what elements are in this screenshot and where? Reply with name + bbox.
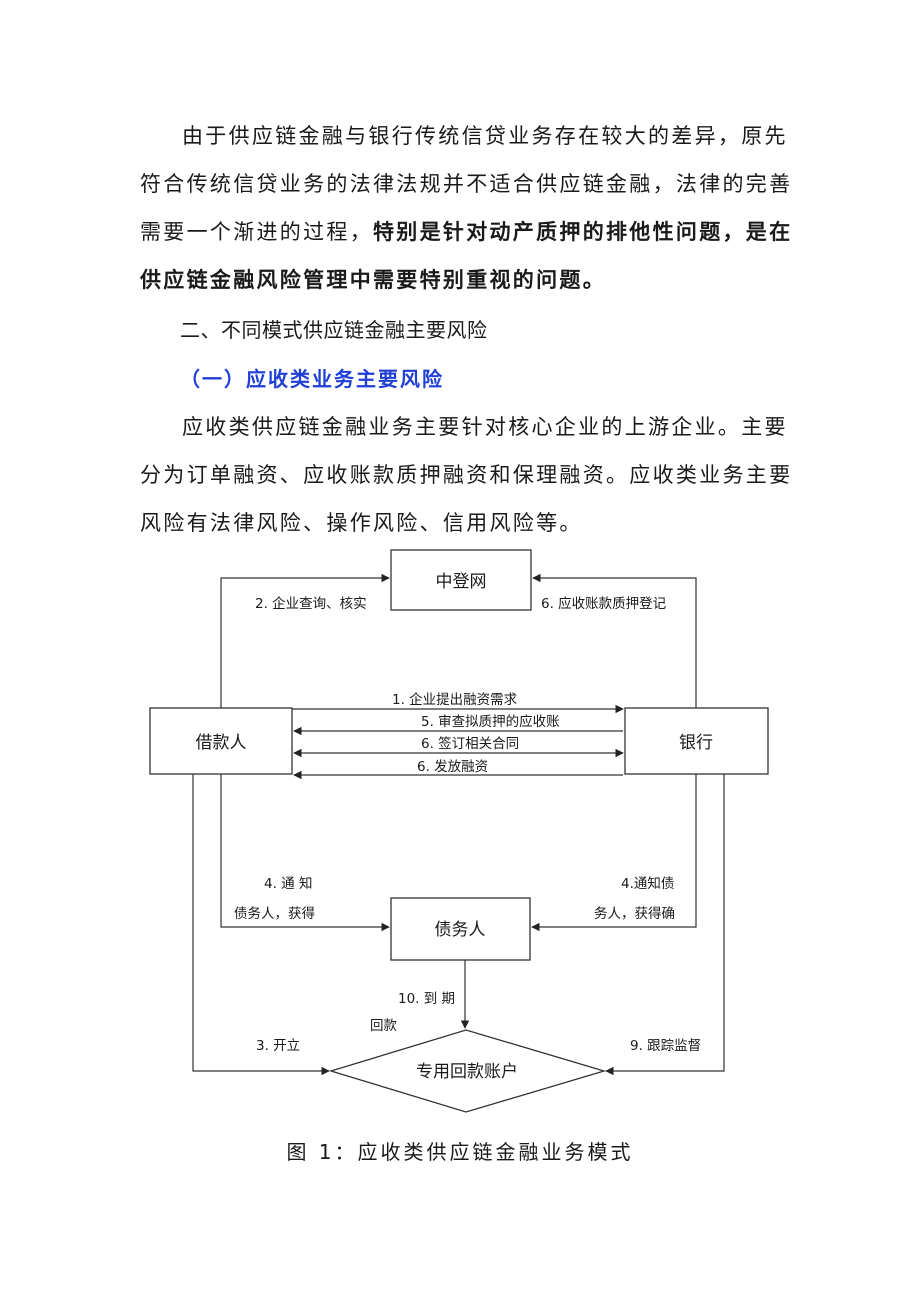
edge-4-left-label-2: 债务人，获得 bbox=[234, 905, 315, 922]
edge-9-line bbox=[605, 774, 725, 1076]
paragraph-2-line-3: 风险有法律风险、操作风险、信用风险等。 bbox=[140, 511, 583, 535]
edge-9-label: 9. 跟踪监督 bbox=[630, 1038, 701, 1054]
subsection-heading: （一）应收类业务主要风险 bbox=[180, 367, 444, 391]
edge-3-label: 3. 开立 bbox=[256, 1038, 300, 1054]
node-bank-box bbox=[624, 707, 769, 775]
node-debtor-box bbox=[390, 897, 531, 961]
edge-10-label-2: 回款 bbox=[370, 1018, 397, 1034]
paragraph-1-line-1: 由于供应链金融与银行传统信贷业务存在较大的差异，原先 bbox=[182, 124, 788, 148]
edge-6-register-label: 6. 应收账款质押登记 bbox=[541, 595, 666, 612]
figure-caption: 图 1：应收类供应链金融业务模式 bbox=[286, 1140, 634, 1164]
node-bank-label: 银行 bbox=[679, 733, 713, 753]
edge-2-label: 2. 企业查询、核实 bbox=[255, 595, 367, 612]
edge-6-contract-label: 6. 签订相关合同 bbox=[421, 735, 519, 752]
paragraph-1-line-4: 供应链金融风险管理中需要特别重视的问题。 bbox=[140, 268, 606, 292]
node-account-diamond bbox=[328, 1029, 607, 1113]
paragraph-1: 由于供应链金融与银行传统信贷业务存在较大的差异，原先 符合传统信贷业务的法律法规… bbox=[140, 112, 793, 304]
paragraph-2-line-1: 应收类供应链金融业务主要针对核心企业的上游企业。主要 bbox=[182, 415, 788, 439]
node-borrower-label: 借款人 bbox=[196, 733, 247, 753]
node-account-label: 专用回款账户 bbox=[416, 1062, 518, 1082]
edge-4-right-line bbox=[531, 774, 697, 932]
edge-1-label: 1. 企业提出融资需求 bbox=[392, 691, 518, 708]
paragraph-1-line-2: 符合传统信贷业务的法律法规并不适合供应链金融，法律的完善 bbox=[140, 172, 793, 196]
edge-4-left-label-1: 4. 通 知 bbox=[264, 875, 312, 892]
paragraph-1-line-3: 需要一个渐进的过程，特别是针对动产质押的排他性问题，是在 bbox=[140, 208, 790, 256]
node-zhongdeng-label: 中登网 bbox=[436, 572, 487, 592]
section-heading: 二、不同模式供应链金融主要风险 bbox=[180, 318, 488, 342]
edge-5-label: 5. 审查拟质押的应收账 bbox=[421, 713, 560, 730]
edge-4-right-label-1: 4.通知债 bbox=[621, 875, 674, 892]
edge-6-fund-label: 6. 发放融资 bbox=[417, 759, 488, 775]
paragraph-1-line-3-normal: 需要一个渐进的过程， bbox=[140, 220, 373, 244]
edge-10-label-1: 10. 到 期 bbox=[398, 991, 455, 1007]
edge-4-left-line bbox=[220, 774, 390, 932]
paragraph-2-line-2: 分为订单融资、应收账款质押融资和保理融资。应收类业务主要 bbox=[140, 463, 793, 487]
node-zhongdeng-box bbox=[390, 549, 532, 611]
paragraph-1-line-3-bold: 特别是针对动产质押的排他性问题，是在 bbox=[373, 220, 793, 244]
flow-diagram: 中登网 借款人 银行 债务人 专用回款账户 2. 企业查询、核实 6. 应收账款… bbox=[149, 549, 769, 1113]
node-debtor-label: 债务人 bbox=[435, 920, 486, 940]
edge-6-register-line bbox=[532, 573, 697, 708]
paragraph-2: 应收类供应链金融业务主要针对核心企业的上游企业。主要 分为订单融资、应收账款质押… bbox=[140, 403, 793, 547]
edge-2-line bbox=[220, 573, 390, 708]
edge-4-right-label-2: 务人，获得确 bbox=[594, 905, 675, 922]
edge-3-line bbox=[192, 774, 330, 1076]
